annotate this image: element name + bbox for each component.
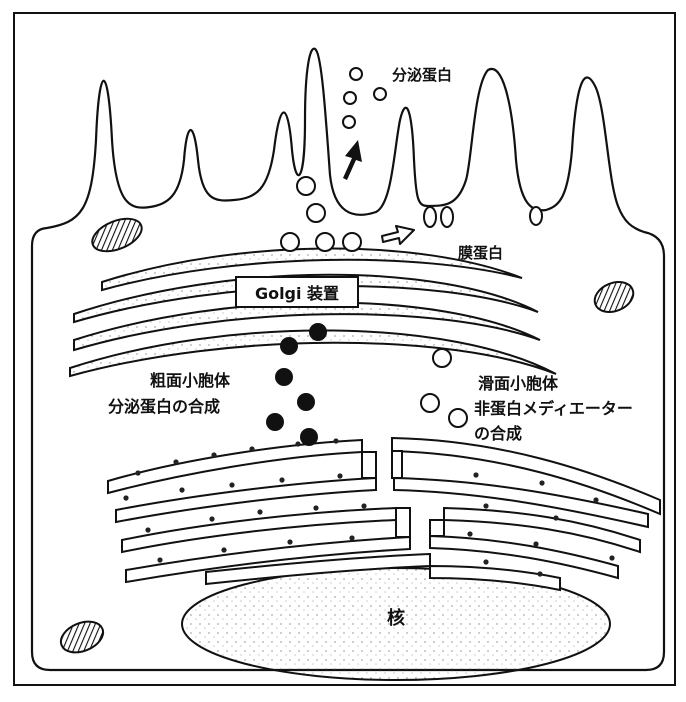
membrane-protein-label: 膜蛋白 [458, 244, 503, 262]
mitochondrion-icon [56, 616, 107, 658]
ser-label-line3: の合成 [474, 424, 522, 443]
nucleus-label: 核 [387, 607, 405, 629]
mitochondrion-icon [590, 277, 638, 318]
ser-label-line1: 滑面小胞体 [478, 374, 559, 393]
mitochondrion-icon [88, 212, 147, 257]
golgi-label: Golgi 装置 [255, 284, 339, 303]
golgi-apparatus [70, 248, 556, 376]
rer-label-line2: 分泌蛋白の合成 [108, 397, 220, 416]
secretory-protein-label: 分泌蛋白 [392, 66, 452, 84]
rer-label-line1: 粗面小胞体 [150, 371, 231, 390]
hollow-arrow-icon [382, 226, 414, 244]
filled-arrow-icon [343, 140, 362, 180]
ser-label-line2: 非蛋白メディエーター [474, 399, 633, 418]
rough-er [108, 438, 660, 590]
